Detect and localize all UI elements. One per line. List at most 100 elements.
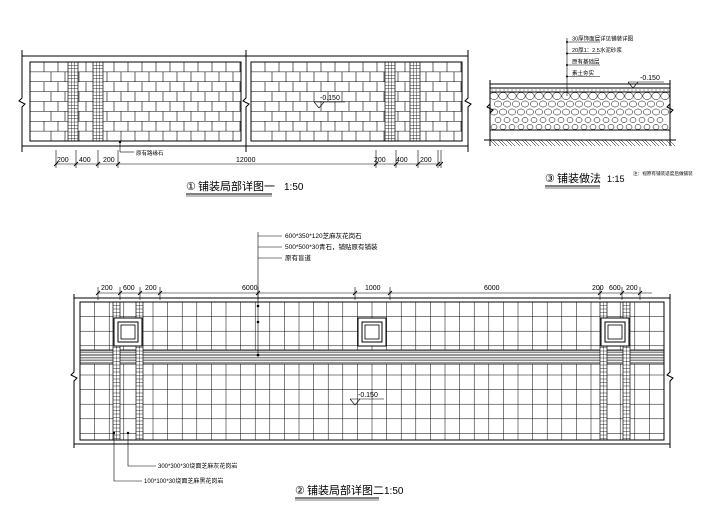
detail2-leader-dot (256, 353, 260, 357)
tree-pit-inner (604, 321, 626, 343)
gravel-stone (624, 92, 634, 100)
mortar-dot (539, 89, 541, 91)
detail3-break-mark (486, 80, 494, 146)
mortar-dot (531, 89, 533, 91)
dimension-tick (95, 290, 101, 296)
gravel-stone (606, 92, 616, 100)
tree-pit-frame (600, 317, 630, 347)
mortar-dot (563, 89, 565, 91)
gravel-stone (571, 124, 579, 130)
soil-hatch (665, 139, 673, 147)
mortar-dot (615, 89, 617, 91)
detail2-note-bottom-1: 300*300*30烧面芝麻灰花岗岩 (158, 462, 237, 470)
gravel-stone (553, 108, 561, 116)
dimension-tick (619, 290, 625, 296)
gravel-stone (571, 108, 579, 116)
gravel-stone (575, 100, 583, 108)
detail1-elevation-mark: -0.150 (313, 95, 345, 109)
dimension-tick (373, 161, 379, 167)
gravel-stone (525, 92, 535, 100)
detail2-break-mark (666, 294, 674, 448)
soil-hatch (532, 139, 540, 147)
soil-hatch (593, 139, 601, 147)
gravel-stone (508, 108, 516, 116)
mortar-dot (519, 89, 521, 91)
gravel-stone (620, 100, 628, 108)
layer-note-2: 20厚1：2.5水泥砂浆 (572, 46, 622, 54)
gravel-stone (579, 92, 589, 100)
mortar-dot (651, 89, 653, 91)
gravel-stone (562, 108, 570, 116)
layer-note-dot (566, 41, 568, 43)
dimension-tick (95, 161, 101, 167)
gravel-stone (589, 124, 597, 130)
gravel-stone (548, 117, 556, 123)
dimension-value-7: 200 (592, 285, 604, 292)
soil-hatch (492, 139, 500, 147)
gravel-stone (561, 92, 571, 100)
gravel-stone (638, 117, 646, 123)
detail2-leader-dot (126, 431, 130, 435)
mortar-dot (607, 89, 609, 91)
gravel-stone (638, 100, 646, 108)
soil-hatch (612, 139, 620, 147)
soil-hatch (529, 139, 537, 147)
mortar-dot (567, 89, 569, 91)
layer-note-dot (566, 75, 568, 78)
soil-hatch (628, 139, 636, 147)
gravel-stone (539, 117, 547, 123)
gravel-stone (512, 100, 520, 108)
soil-hatch (572, 139, 580, 147)
soil-hatch (657, 139, 665, 147)
soil-hatch (513, 139, 521, 147)
mortar-dot (491, 89, 493, 91)
detail1-title-text: 铺装局部详图一 (198, 179, 275, 193)
tree-pit-frame (357, 317, 387, 347)
gravel-stone (557, 117, 565, 123)
gravel-stone (566, 100, 574, 108)
dimension-value-2: 600 (123, 285, 135, 292)
soil-hatch (625, 139, 633, 147)
mortar-dot (507, 89, 509, 91)
layer-note-dot (566, 64, 568, 66)
detail2-title-scale: 1:50 (384, 486, 404, 497)
detail1-break-mark (18, 50, 26, 152)
detail3-title-number: ③ (545, 173, 555, 185)
gravel-stone (566, 117, 574, 123)
mortar-dot (627, 89, 629, 91)
detail1-dim-right-2: 400 (396, 157, 408, 164)
soil-hatch (561, 139, 569, 147)
mortar-dot (503, 89, 505, 91)
gravel-stone (656, 117, 664, 123)
detail1-dim-right-3: 200 (420, 157, 432, 164)
gravel-stone (598, 124, 606, 130)
detail1-dim-left-1: 200 (57, 157, 69, 164)
mortar-dot (535, 89, 537, 91)
mortar-dot (523, 89, 525, 91)
soil-hatch (545, 139, 553, 147)
soil-hatch (564, 139, 572, 147)
mortar-dot (591, 89, 593, 91)
gravel-stone (660, 92, 670, 100)
dimension-value-1: 200 (101, 285, 113, 292)
gravel-stone (534, 92, 544, 100)
dimension-tick (393, 161, 399, 167)
gravel-stone (570, 92, 580, 100)
mortar-dot (555, 89, 557, 91)
gravel-stone (625, 124, 633, 130)
gravel-stone (498, 92, 508, 100)
mortar-dot (515, 89, 517, 91)
soil-hatch (588, 139, 596, 147)
soil-hatch (508, 139, 516, 147)
detail3-note: 注：视原有铺装适度后做铺装 (633, 170, 693, 177)
dimension-tick (115, 161, 121, 167)
detail3-title-scale: 1:15 (607, 174, 625, 184)
dimension-tick (637, 290, 643, 296)
gravel-stone (643, 108, 651, 116)
detail3-gravel-hatch (489, 92, 670, 130)
detail3-break-mark (666, 80, 674, 146)
gravel-stone (575, 117, 583, 123)
dimension-value-6: 6000 (484, 285, 500, 292)
